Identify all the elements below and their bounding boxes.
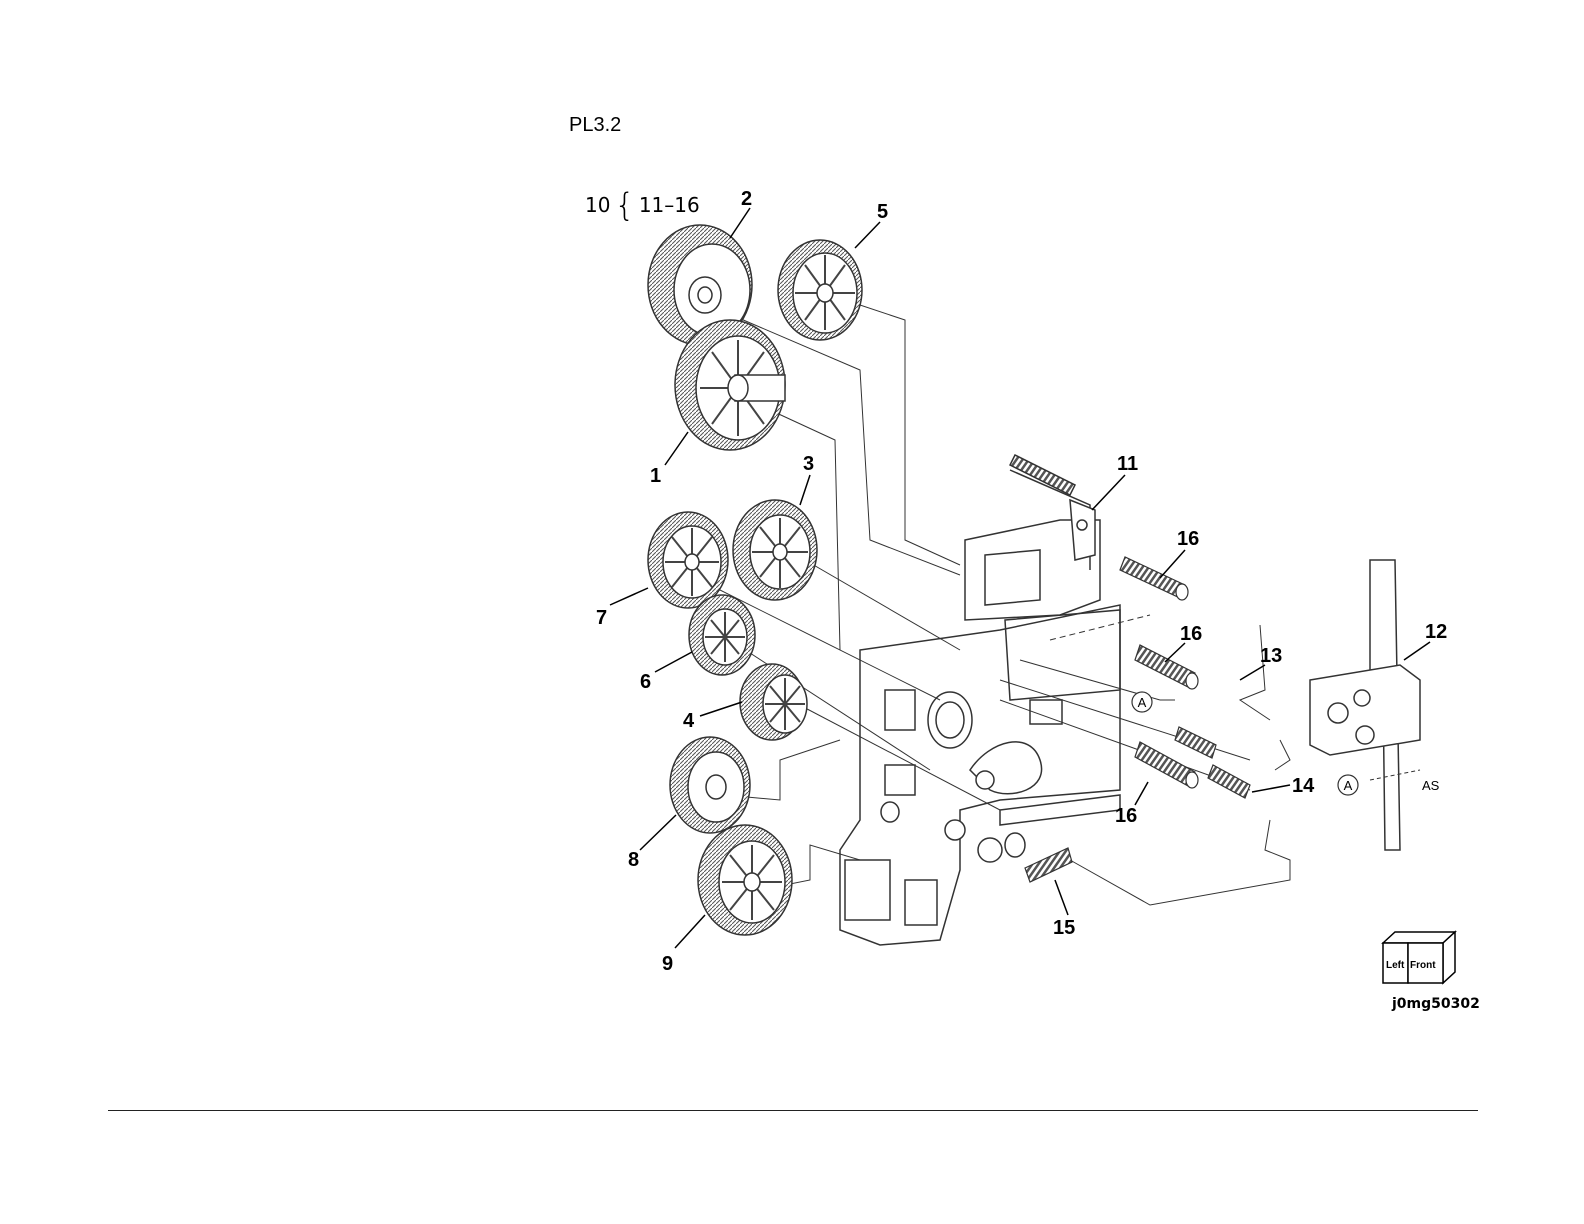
- callout-11: 11: [1117, 453, 1138, 475]
- spring-16-b: [1135, 645, 1198, 689]
- gear-4: [740, 664, 807, 740]
- reference-mark-a-2: A: [1338, 775, 1358, 795]
- spring-14: [1175, 727, 1250, 798]
- gear-9: [698, 825, 792, 935]
- svg-text:A: A: [1344, 778, 1353, 793]
- callout-2: 2: [741, 188, 752, 210]
- callout-6: 6: [640, 671, 651, 693]
- callout-13: 13: [1260, 645, 1282, 667]
- orientation-cube: Left Front: [1383, 932, 1455, 983]
- callout-9: 9: [662, 953, 673, 975]
- footer-rule: [108, 1110, 1478, 1111]
- callout-5: 5: [877, 201, 888, 223]
- callout-14: 14: [1292, 775, 1315, 797]
- callout-15: 15: [1053, 917, 1075, 939]
- callout-3: 3: [803, 453, 814, 475]
- bracket-12: [1310, 560, 1420, 850]
- callout-4: 4: [683, 710, 695, 732]
- orientation-left: Left: [1386, 960, 1405, 971]
- callout-16-c: 16: [1115, 805, 1137, 827]
- gear-6: [689, 595, 755, 675]
- svg-text:A: A: [1138, 695, 1147, 710]
- gear-1: [675, 320, 785, 450]
- as-label: AS: [1422, 778, 1440, 793]
- figure-id: j0mg50302: [1392, 996, 1480, 1012]
- reference-mark-a-1: A: [1132, 692, 1152, 712]
- orientation-front: Front: [1410, 960, 1436, 971]
- gear-8: [670, 737, 750, 833]
- spring-16-a: [1120, 557, 1188, 600]
- callout-16-a: 16: [1177, 528, 1199, 550]
- gear-5: [778, 240, 862, 340]
- callout-16-b: 16: [1180, 623, 1202, 645]
- callout-8: 8: [628, 849, 639, 871]
- callout-7: 7: [596, 607, 607, 629]
- spring-15: [1025, 848, 1072, 882]
- gear-7: [648, 512, 728, 608]
- spring-16-c: [1135, 742, 1198, 788]
- callout-12: 12: [1425, 621, 1447, 643]
- gear-3: [733, 500, 817, 600]
- callout-1: 1: [650, 465, 661, 487]
